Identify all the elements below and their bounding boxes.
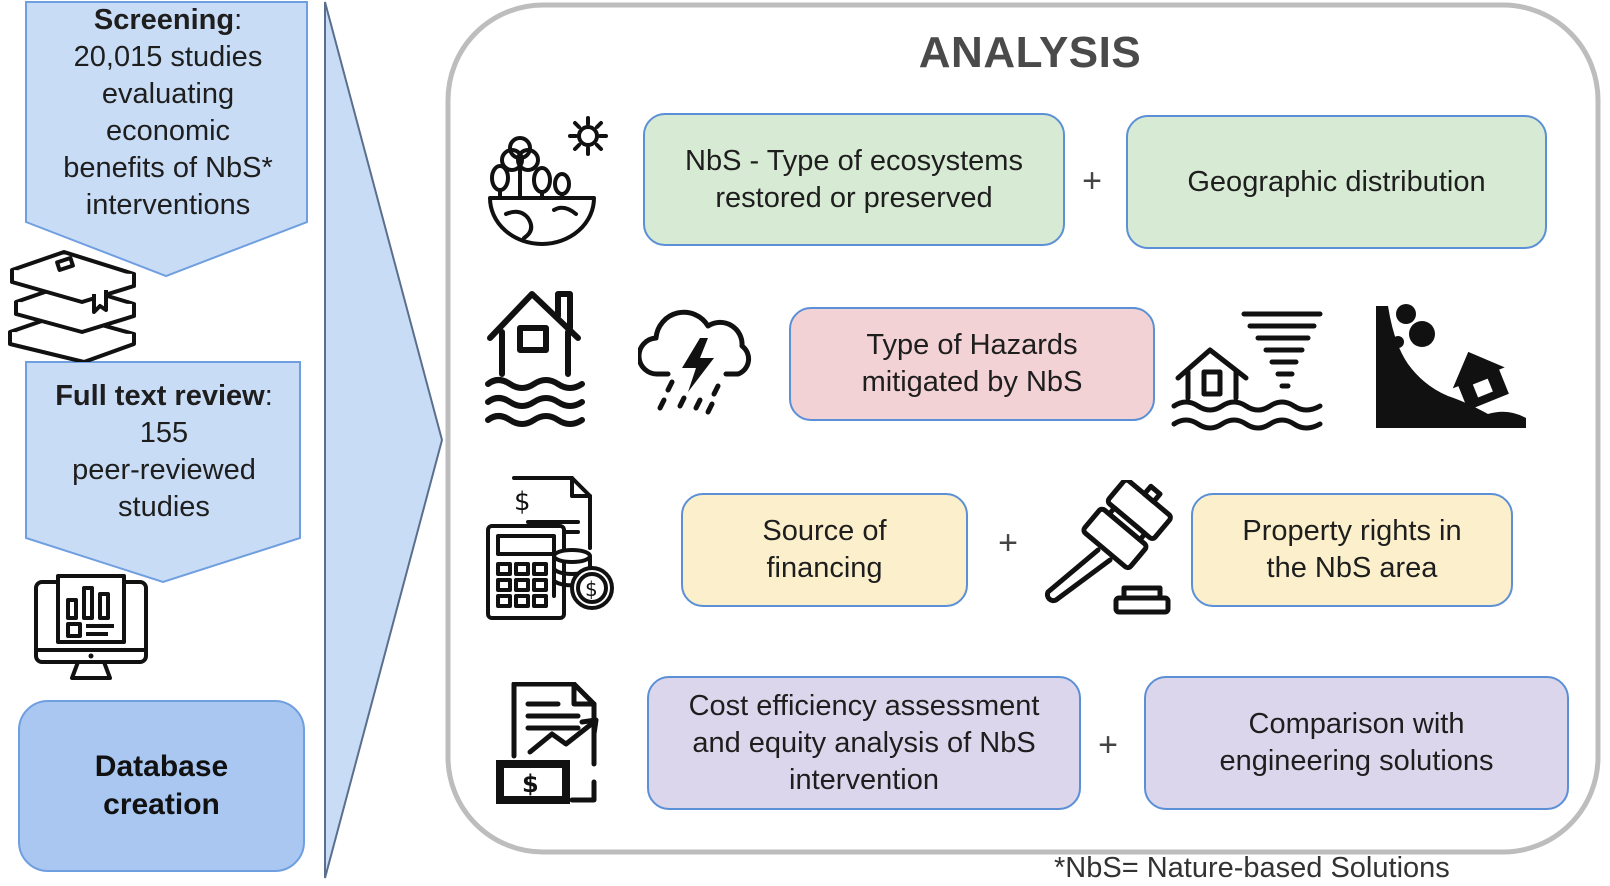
footnote: *NbS= Nature-based Solutions <box>1054 852 1450 884</box>
full-text-shape <box>25 361 301 584</box>
plus-sign: + <box>1098 726 1118 764</box>
database-line: creation <box>103 788 220 821</box>
box-line: and equity analysis of NbS <box>692 726 1036 759</box>
screening-line: 20,015 studies <box>73 41 263 73</box>
svg-text:$: $ <box>585 577 598 601</box>
cost-report-icon: $ <box>496 682 599 804</box>
database-creation-box: Database creation <box>18 700 305 872</box>
geographic-distribution-box: Geographic distribution <box>1126 115 1547 249</box>
box-line: Property rights in <box>1242 515 1462 547</box>
monitor-report-icon <box>34 574 148 680</box>
box-line: Type of Hazards <box>866 329 1078 361</box>
plus-sign: + <box>998 524 1018 562</box>
box-line: intervention <box>789 763 939 796</box>
cost-efficiency-box: Cost efficiency assessment and equity an… <box>647 676 1081 810</box>
screening-line: benefits of NbS* <box>63 152 273 184</box>
box-line: NbS - Type of ecosystems <box>685 144 1023 177</box>
box-line: restored or preserved <box>715 181 993 214</box>
screening-text: Screening: 20,015 studies evaluating eco… <box>40 2 296 224</box>
full-text-colon: : <box>264 380 273 412</box>
pipeline-arrow <box>324 1 444 879</box>
plus-sign: + <box>1082 162 1102 200</box>
engineering-comparison-box: Comparison with engineering solutions <box>1144 676 1569 810</box>
screening-line: evaluating <box>101 78 235 110</box>
property-rights-box: Property rights in the NbS area <box>1191 493 1513 607</box>
financing-source-box: Source of financing <box>681 493 968 607</box>
box-line: mitigated by NbS <box>861 366 1083 398</box>
full-text-line: 155 <box>139 417 189 449</box>
screening-line: economic <box>105 115 231 147</box>
analysis-title: ANALYSIS <box>918 28 1142 77</box>
gavel-icon <box>1044 480 1173 615</box>
screening-line: interventions <box>85 189 251 221</box>
box-line: the NbS area <box>1266 552 1438 584</box>
tornado-flood-icon <box>1171 311 1323 431</box>
box-line: Geographic distribution <box>1187 165 1486 198</box>
full-text-line: peer-reviewed <box>72 454 256 486</box>
box-line: engineering solutions <box>1219 745 1494 777</box>
box-line: financing <box>766 552 883 584</box>
svg-text:$: $ <box>522 770 539 798</box>
full-text-line: studies <box>118 491 210 523</box>
box-line: Source of <box>762 515 887 547</box>
earth-ecosystem-icon <box>488 116 608 246</box>
screening-colon: : <box>234 4 243 36</box>
books-icon <box>8 250 136 362</box>
hazard-type-box: Type of Hazards mitigated by NbS <box>789 307 1155 421</box>
calculator-invoice-icon: $ $ <box>486 476 614 620</box>
landslide-icon <box>1376 304 1526 428</box>
box-line: Comparison with <box>1248 708 1465 740</box>
flooded-house-icon <box>485 291 585 427</box>
screening-shape <box>25 1 308 278</box>
storm-cloud-icon <box>638 309 752 415</box>
full-text-heading: Full text review <box>55 380 265 412</box>
svg-text:$: $ <box>514 487 531 517</box>
box-line: Cost efficiency assessment <box>688 689 1040 722</box>
screening-heading: Screening <box>93 4 235 36</box>
ecosystem-type-box: NbS - Type of ecosystems restored or pre… <box>643 113 1065 246</box>
database-line: Database <box>94 750 229 783</box>
full-text-review-text: Full text review: 155 peer-reviewed stud… <box>34 378 294 526</box>
